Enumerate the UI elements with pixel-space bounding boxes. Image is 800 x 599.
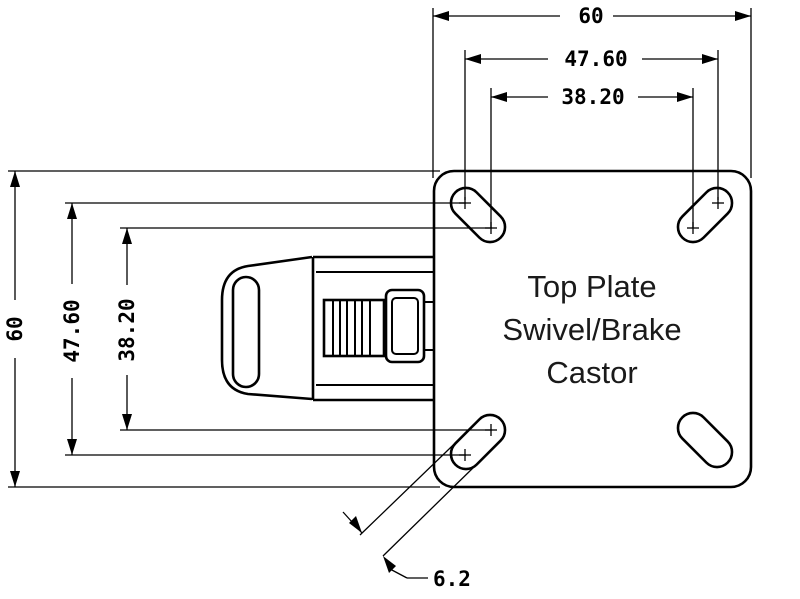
mounting-slot-top-right xyxy=(676,186,734,244)
brake-lever xyxy=(322,288,434,364)
mounting-slot-top-left xyxy=(449,186,507,244)
dimension-plate-height-label: 60 xyxy=(3,316,27,341)
plate-title-line-1: Top Plate xyxy=(527,269,656,304)
dimension-slot-width: 6.2 xyxy=(342,422,477,591)
dimension-plate-width: 60 xyxy=(432,4,752,178)
brake-pedal xyxy=(220,255,434,402)
dimension-hole-span-outer-h-label: 47.60 xyxy=(564,47,627,71)
plate-title-line-2: Swivel/Brake xyxy=(502,312,681,347)
dimension-hole-span-outer-v-label: 47.60 xyxy=(60,299,84,362)
mounting-slot-bottom-left xyxy=(449,413,507,471)
dimension-hole-span-inner-v: 38.20 xyxy=(115,227,492,431)
dimension-plate-width-label: 60 xyxy=(578,4,603,28)
dimension-hole-span-inner-v-label: 38.20 xyxy=(115,298,139,361)
dimension-hole-span-inner-h: 38.20 xyxy=(490,85,694,228)
dimension-plate-height: 60 xyxy=(3,170,440,488)
dimension-hole-span-outer-v: 47.60 xyxy=(60,202,466,456)
mounting-slot-bottom-right xyxy=(676,411,734,469)
dimension-hole-span-inner-h-label: 38.20 xyxy=(561,85,624,109)
dimension-slot-width-label: 6.2 xyxy=(433,567,471,591)
plate-title-line-3: Castor xyxy=(546,355,637,390)
top-plate xyxy=(432,169,753,489)
dimension-hole-span-outer-h: 47.60 xyxy=(464,47,719,200)
plate-title: Top Plate Swivel/Brake Castor xyxy=(502,269,681,390)
